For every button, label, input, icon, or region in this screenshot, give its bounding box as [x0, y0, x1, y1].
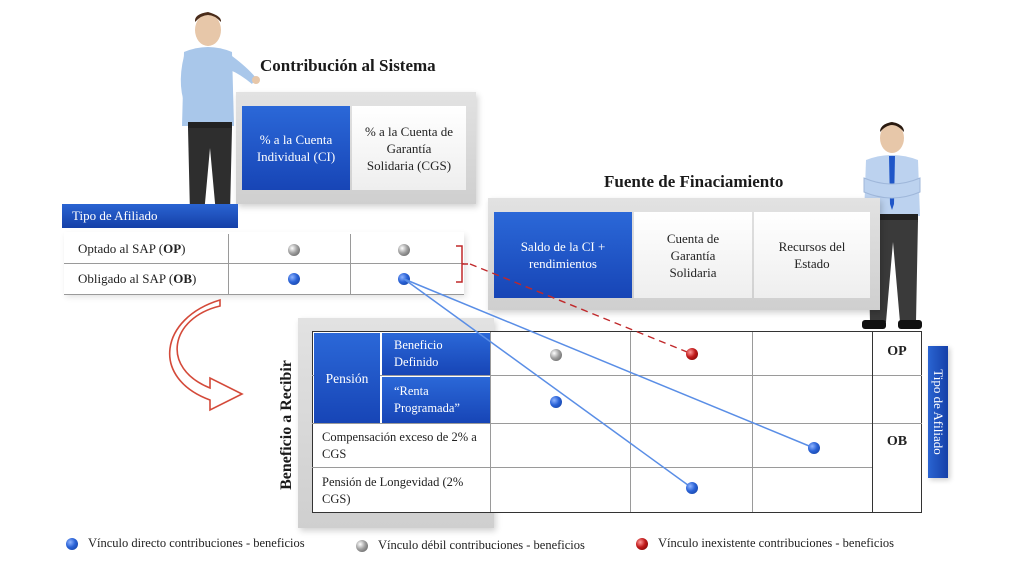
table-divider: [312, 375, 922, 376]
renta-programada-cell: “Renta Programada”: [382, 377, 490, 423]
table-divider: [228, 234, 229, 294]
pension-cell: Pensión: [314, 333, 380, 423]
compensacion-label: Compensación exceso de 2% a CGS: [322, 430, 477, 461]
row-obligado-code: OB: [173, 271, 193, 286]
legend-debil: Vínculo débil contribuciones - beneficio…: [356, 538, 585, 553]
curved-arrow-icon: [169, 298, 244, 412]
row-obligado-suffix: ): [192, 271, 197, 286]
cgs-column-header: % a la Cuenta de Garantía Solidaria (CGS…: [352, 106, 466, 190]
row-obligado-prefix: Obligado al SAP (: [78, 271, 174, 286]
fuente-title: Fuente de Finaciamiento: [604, 172, 784, 191]
row-optado-suffix: ): [181, 241, 186, 256]
tipo-afiliado-header: Tipo de Afiliado: [62, 204, 238, 228]
legend-inexistente: Vínculo inexistente contribuciones - ben…: [636, 536, 894, 551]
dot-definido-cuenta: [686, 348, 698, 360]
dot-op-cgs: [398, 244, 410, 256]
dot-longevidad-cuenta: [686, 482, 698, 494]
tipo-afiliado-side-bar: [928, 346, 948, 478]
red-bracket: [456, 245, 468, 283]
recursos-column-header: Recursos del Estado: [754, 212, 870, 298]
legend-directo: Vínculo directo contribuciones - benefic…: [66, 536, 305, 551]
legend-red-dot-icon: [636, 537, 648, 550]
row-obligado: Obligado al SAP (OB): [78, 270, 196, 288]
legend-directo-label: Vínculo directo contribuciones - benefic…: [88, 536, 305, 550]
connector-ob-cgs-to-longevidad: [403, 278, 693, 489]
dot-compensacion-recursos: [808, 442, 820, 454]
row-optado-prefix: Optado al SAP (: [78, 241, 164, 256]
beneficio-definido-label: Beneficio Definido: [394, 338, 443, 369]
table-divider: [312, 423, 922, 424]
dot-op-ci: [288, 244, 300, 256]
legend-debil-label: Vínculo débil contribuciones - beneficio…: [378, 538, 585, 552]
connector-op-to-definido: [469, 263, 693, 355]
cuenta-column-header: Cuenta de Garantía Solidaria: [634, 212, 752, 298]
table-divider: [872, 332, 873, 512]
longevidad-label: Pensión de Longevidad (2% CGS): [322, 475, 464, 506]
table-divider: [630, 332, 631, 512]
row-optado-code: OP: [163, 241, 182, 256]
dot-renta-saldo: [550, 396, 562, 408]
table-divider: [64, 294, 464, 295]
row-optado: Optado al SAP (OP): [78, 240, 186, 258]
table-divider: [490, 332, 491, 512]
contribucion-title: Contribución al Sistema: [260, 56, 436, 75]
table-divider: [64, 263, 464, 264]
ob-code: OB: [886, 434, 908, 449]
ci-column-header: % a la Cuenta Individual (CI): [242, 106, 350, 190]
legend-grey-dot-icon: [356, 539, 368, 552]
legend-inexistente-label: Vínculo inexistente contribuciones - ben…: [658, 536, 895, 550]
connector-ob-cgs-to-ob-recursos: [403, 278, 815, 449]
legend-blue-dot-icon: [66, 537, 78, 550]
beneficio-definido-cell: Beneficio Definido: [382, 333, 490, 375]
dot-definido-saldo: [550, 349, 562, 361]
op-code: OP: [887, 344, 907, 359]
dot-ob-ci: [288, 273, 300, 285]
table-divider: [312, 467, 872, 468]
table-divider: [350, 234, 351, 294]
renta-programada-label: “Renta Programada”: [394, 384, 460, 415]
